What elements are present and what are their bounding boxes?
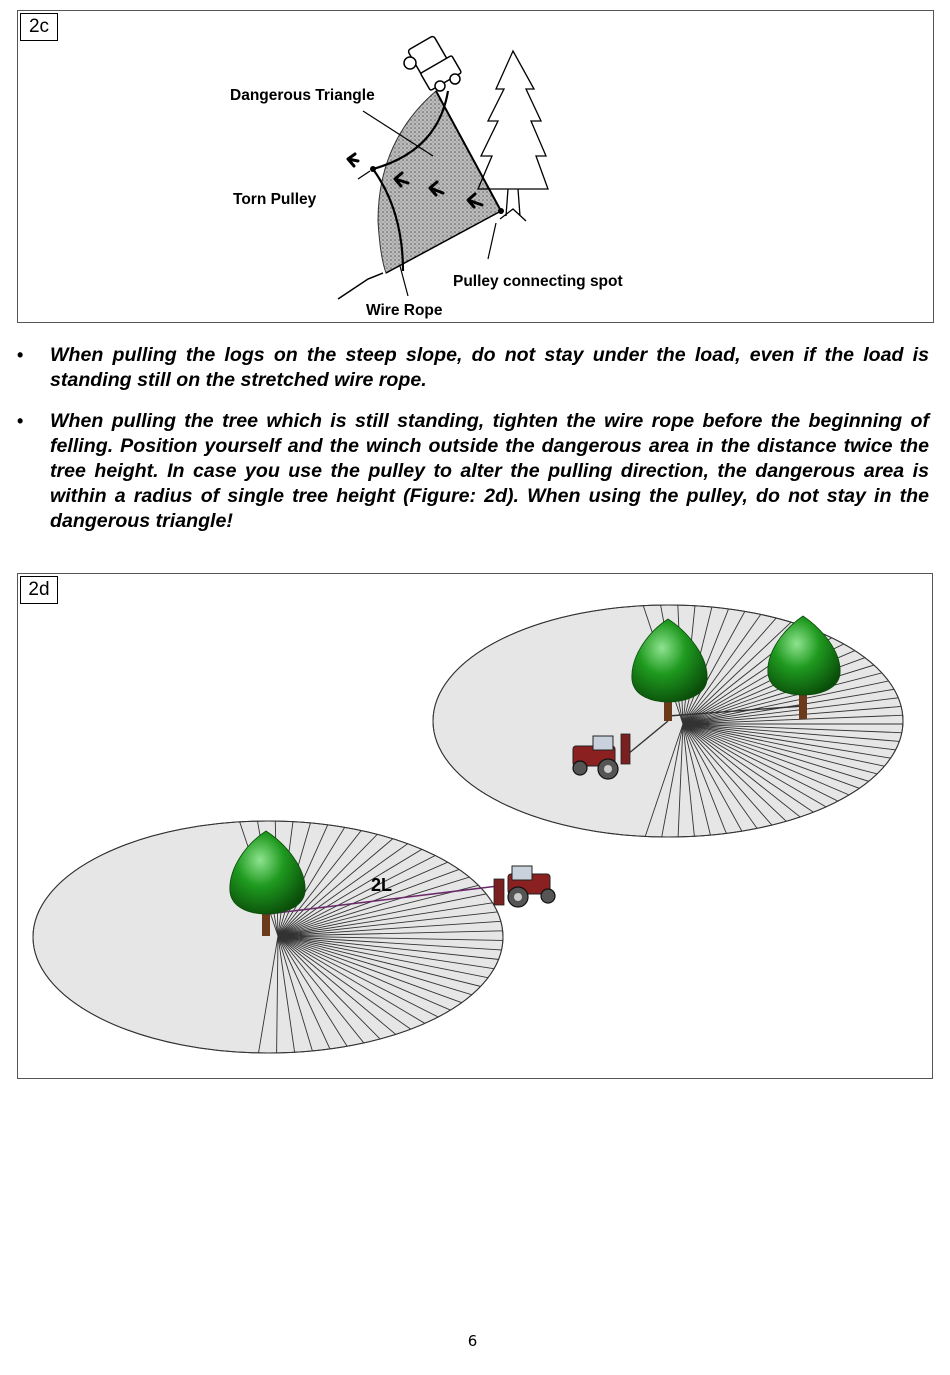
torn-pulley-dot — [370, 166, 376, 172]
tractor-left — [494, 866, 555, 907]
winch-machine — [404, 36, 462, 91]
pulley-connecting-spot-dot — [498, 208, 504, 214]
safety-instructions-list: • When pulling the logs on the steep slo… — [17, 343, 929, 550]
figure-2d-illustration — [18, 574, 934, 1080]
label-distance-2L: 2L — [371, 875, 392, 896]
label-wire-rope: Wire Rope — [366, 302, 443, 320]
instruction-text: When pulling the logs on the steep slope… — [50, 344, 929, 391]
bullet-symbol: • — [17, 343, 23, 368]
label-dangerous-triangle: Dangerous Triangle — [230, 87, 375, 105]
figure-2d: 2d — [17, 573, 933, 1079]
instruction-text: When pulling the tree which is still sta… — [50, 410, 929, 532]
bullet-symbol: • — [17, 409, 23, 434]
label-torn-pulley: Torn Pulley — [233, 191, 316, 209]
instruction-item: • When pulling the logs on the steep slo… — [17, 343, 929, 393]
label-pulley-connecting-spot: Pulley connecting spot — [453, 273, 623, 291]
page-number: 6 — [0, 1332, 945, 1350]
instruction-item: • When pulling the tree which is still s… — [17, 409, 929, 534]
figure-2c: 2c — [17, 10, 934, 323]
